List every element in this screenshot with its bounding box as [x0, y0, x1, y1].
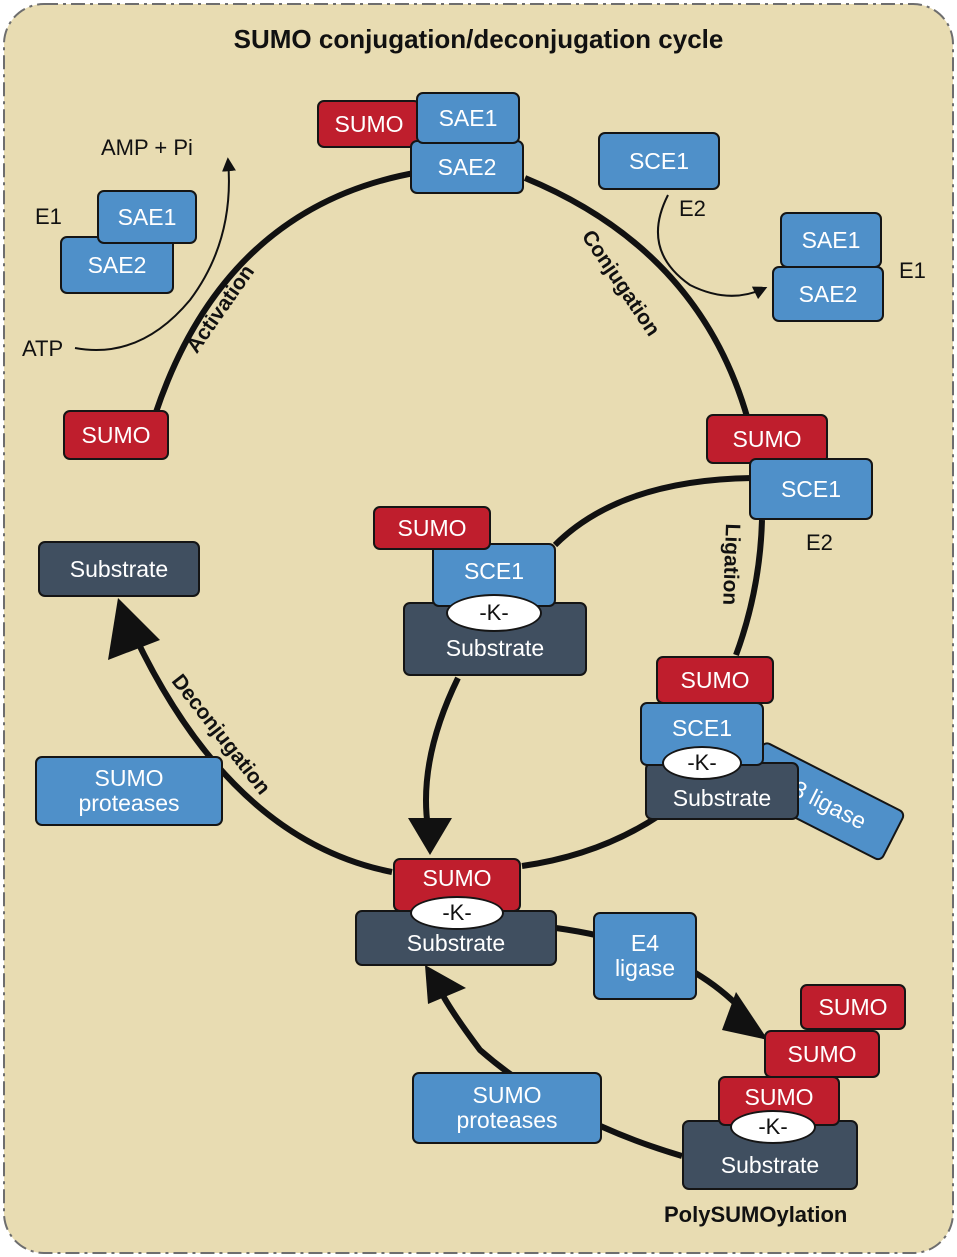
center-sce1-box: SCE1 — [432, 543, 556, 607]
protease-return-arc — [437, 988, 683, 1159]
sce1-loaded-box: SCE1 — [749, 458, 873, 520]
e1-label-right: E1 — [899, 258, 926, 283]
e4-ligase-box: E4 ligase — [593, 912, 697, 1000]
direct-transfer-arrow — [423, 676, 461, 829]
deconjugation-arc — [129, 628, 393, 875]
sumo-sce1-box: SUMO — [706, 414, 828, 464]
main-cycle-arc — [152, 169, 421, 416]
sumo-proteases-bottom-box: SUMO proteases — [412, 1072, 602, 1144]
poly-sumo-3-box: SUMO — [800, 984, 906, 1030]
e1-release-arrow — [656, 194, 768, 300]
ligation-lower-arc — [521, 812, 662, 869]
free-sumo-box: SUMO — [63, 410, 169, 460]
center-sumo-box: SUMO — [373, 506, 491, 550]
proteases-left-line1: SUMO — [94, 765, 164, 791]
proteases-bottom-line1: SUMO — [472, 1082, 542, 1108]
direct-transfer-arrowhead — [408, 818, 452, 855]
ligation-circle-top — [552, 475, 753, 548]
e1-label-left: E1 — [35, 204, 62, 229]
deconjugation-arrowhead — [108, 598, 160, 660]
released-sae1-box: SAE1 — [780, 212, 882, 268]
proteases-bottom-line2: proteases — [456, 1107, 558, 1133]
sumoylated-lysine-oval: -K- — [410, 896, 504, 930]
poly-lysine-oval: -K- — [730, 1110, 816, 1144]
e1-sae1-box: SAE1 — [97, 190, 197, 244]
e1-sae2-box: SAE2 — [60, 236, 174, 294]
sumo-e1-box: SUMO — [317, 100, 421, 148]
free-substrate-box: Substrate — [38, 541, 200, 597]
diagram-title: SUMO conjugation/deconjugation cycle — [233, 24, 724, 54]
e4-line1: E4 — [630, 930, 660, 956]
conjugation-arc — [523, 175, 751, 421]
atp-amp-arrow — [74, 157, 236, 351]
e2-label-right: E2 — [806, 530, 833, 555]
released-sae2-box: SAE2 — [772, 266, 884, 322]
poly-sumo-2-box: SUMO — [764, 1030, 880, 1078]
ligation-arc — [733, 519, 765, 657]
center-lysine-oval: -K- — [446, 594, 542, 632]
sumo-proteases-left-box: SUMO proteases — [35, 756, 223, 826]
protease-return-arrowhead — [425, 965, 466, 1004]
ligation-label: Ligation — [718, 523, 744, 606]
sce1-free-box: SCE1 — [598, 132, 720, 190]
e2-label-top: E2 — [679, 196, 706, 221]
e3-sumo-box: SUMO — [656, 656, 774, 704]
e3-lysine-oval: -K- — [662, 746, 742, 780]
sae2-top-box: SAE2 — [410, 140, 524, 194]
poly-arrowhead — [722, 992, 768, 1040]
amp-label: AMP + Pi — [101, 135, 193, 160]
atp-label: ATP — [22, 336, 64, 361]
proteases-left-line2: proteases — [78, 790, 180, 816]
e3-sce1-box: SCE1 — [640, 702, 764, 766]
e4-line2: ligase — [614, 955, 676, 981]
sae1-top-box: SAE1 — [416, 92, 520, 144]
polysumoylation-label: PolySUMOylation — [664, 1202, 848, 1227]
